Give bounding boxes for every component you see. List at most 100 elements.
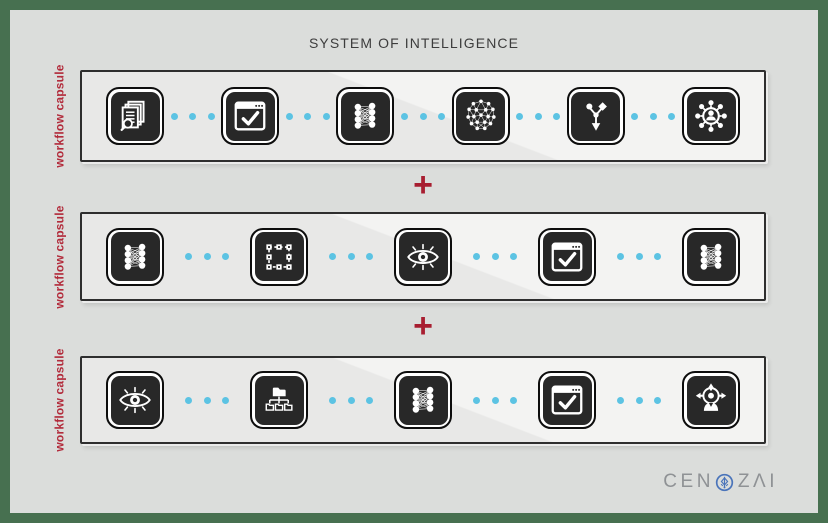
dot [366,396,373,404]
dot [347,253,355,260]
dot [617,396,624,404]
workflow-step-tile [538,227,596,286]
workflow-capsule-row: workflow capsule [53,205,766,308]
plus-separator: + [413,307,433,345]
dot [203,253,211,260]
dot [222,253,229,260]
dot [631,112,639,120]
dot [285,112,293,120]
dot [347,396,355,404]
dot [401,112,408,120]
tile-inner [456,91,506,141]
browser-check-icon [551,385,583,415]
tile-inner [686,232,736,281]
dot [366,253,373,260]
dotted-connector [308,253,394,260]
logo-text-after: ZΛI [737,471,778,492]
dot [654,253,661,260]
dotted-connector [625,112,682,120]
dot [203,396,211,404]
workflow-capsule-label: workflow capsule [53,348,68,452]
dotted-connector [452,396,538,404]
workflow-step-tile [106,87,164,145]
dot [510,253,517,260]
dot [510,396,517,404]
dotted-connector [596,253,682,260]
tile-inner [686,375,736,425]
dot [491,253,499,260]
cenozai-logo: CEN ZΛI [663,471,778,493]
neural-network-icon [124,243,146,270]
tile-inner [571,91,621,141]
workflow-step-tile [538,371,596,429]
dotted-connector [308,396,394,404]
workflow-step-tile [682,227,740,286]
branch-decision-icon [586,102,607,131]
dot [654,396,661,404]
tile-inner [398,375,448,425]
tile-inner [398,232,448,281]
tile-inner [110,375,160,425]
dot [189,112,197,120]
eye-icon [407,243,439,270]
dot [170,112,178,120]
people-hub-icon [695,100,727,132]
dot [185,253,192,260]
dot [491,396,499,404]
browser-check-icon [234,101,266,131]
tile-inner [686,91,736,141]
capsule-strip [80,356,766,444]
workflow-step-tile [682,371,740,429]
cenozai-emblem-icon [715,473,734,491]
dot [438,112,445,120]
tile-inner [110,91,160,141]
dot [516,112,524,120]
dot [207,112,215,120]
browser-check-icon [551,242,583,271]
dotted-connector [596,396,682,404]
document-search-icon [120,100,145,132]
dot [553,112,561,120]
folder-tree-icon [265,387,293,411]
dot [329,253,336,260]
dot [222,396,229,404]
workflow-step-tile [250,371,308,429]
tile-inner [340,91,390,141]
tile-inner [110,232,160,281]
tile-inner [254,232,304,281]
workflow-step-tile [106,371,164,429]
workflow-capsule-row: workflow capsule [53,64,766,168]
capsule-strip [80,70,766,162]
tile-inner [542,232,592,281]
workflow-step-tile [250,227,308,286]
workflow-step-tile [221,87,280,145]
dot [329,396,336,404]
dot [668,112,676,120]
workflow-step-tile [106,227,164,286]
dotted-connector [164,253,250,260]
neural-network-icon [412,386,434,413]
capsule-strip [80,212,766,301]
dot [617,253,624,260]
dot [635,253,643,260]
neural-network-icon [355,102,376,129]
deep-network-icon [465,99,496,131]
dot [635,396,643,404]
tile-inner [542,375,592,425]
dotted-connector [164,396,250,404]
workflow-capsule-label: workflow capsule [53,204,68,309]
dot [419,112,427,120]
person-route-icon [695,383,727,411]
bounding-box-icon [266,243,292,270]
workflow-step-tile [566,87,625,145]
dot [322,112,330,120]
dot [473,253,480,260]
dotted-connector [164,112,221,120]
tile-inner [225,91,275,141]
workflow-capsule-label: workflow capsule [53,64,68,168]
workflow-step-tile [394,371,452,429]
dotted-connector [279,112,336,120]
plus-separator: + [413,166,433,204]
tile-inner [254,375,304,425]
